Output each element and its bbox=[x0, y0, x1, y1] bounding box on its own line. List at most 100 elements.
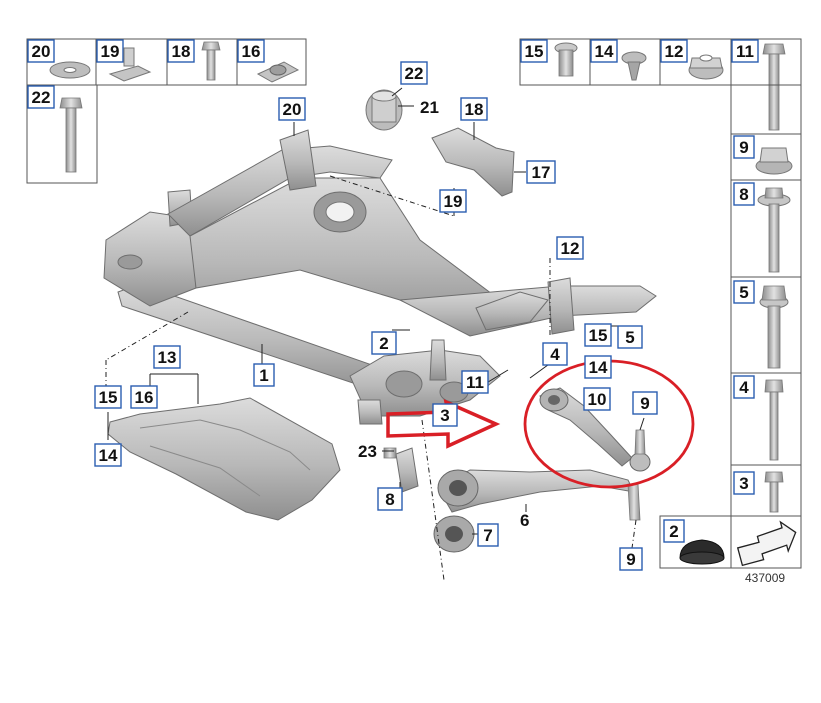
svg-text:15: 15 bbox=[525, 42, 544, 61]
svg-text:9: 9 bbox=[626, 550, 635, 569]
callout-11[interactable]: 11 bbox=[461, 370, 489, 394]
svg-text:4: 4 bbox=[550, 345, 560, 364]
svg-text:19: 19 bbox=[101, 42, 120, 61]
grid-cell-22[interactable]: 22 bbox=[27, 85, 83, 173]
callout-9-upper[interactable]: 9 bbox=[632, 391, 658, 415]
svg-text:12: 12 bbox=[665, 42, 684, 61]
svg-text:3: 3 bbox=[440, 406, 449, 425]
underbody-shield bbox=[107, 397, 341, 521]
grid-cell-5[interactable]: 5 bbox=[733, 280, 789, 369]
callout-16[interactable]: 16 bbox=[130, 385, 158, 409]
callout-17[interactable]: 17 bbox=[526, 160, 556, 184]
callout-5[interactable]: 5 bbox=[617, 325, 643, 349]
hex-nut-icon bbox=[688, 54, 724, 80]
callout-2[interactable]: 2 bbox=[371, 331, 397, 355]
callout-14-right[interactable]: 14 bbox=[584, 355, 612, 379]
callout-12[interactable]: 12 bbox=[556, 236, 584, 260]
parts-column-right: 9 8 5 4 bbox=[659, 84, 802, 585]
svg-text:14: 14 bbox=[595, 42, 614, 61]
callout-3[interactable]: 3 bbox=[432, 403, 458, 427]
callout-14-left[interactable]: 14 bbox=[94, 443, 122, 467]
grid-cell-9[interactable]: 9 bbox=[733, 135, 793, 175]
callout-15-left[interactable]: 15 bbox=[94, 385, 122, 409]
svg-text:20: 20 bbox=[283, 100, 302, 119]
grid-cell-14[interactable]: 14 bbox=[590, 39, 647, 81]
parts-grid-top-left: 20 19 18 16 22 bbox=[26, 38, 307, 184]
short-bolt-icon bbox=[764, 471, 784, 513]
svg-text:2: 2 bbox=[669, 522, 678, 541]
svg-text:18: 18 bbox=[172, 42, 191, 61]
lower-wishbone bbox=[437, 469, 641, 521]
grid-cell-16[interactable]: 16 bbox=[237, 39, 300, 83]
svg-text:3: 3 bbox=[739, 474, 748, 493]
svg-text:7: 7 bbox=[483, 526, 492, 545]
clip-nut-icon bbox=[108, 65, 152, 82]
callout-1[interactable]: 1 bbox=[253, 363, 275, 387]
grid-cell-8[interactable]: 8 bbox=[733, 182, 791, 273]
svg-text:14: 14 bbox=[99, 446, 118, 465]
svg-text:15: 15 bbox=[589, 326, 608, 345]
callout-20[interactable]: 20 bbox=[278, 97, 306, 121]
svg-text:22: 22 bbox=[405, 64, 424, 83]
grid-cell-3[interactable]: 3 bbox=[733, 471, 784, 513]
direction-arrow-icon bbox=[736, 520, 797, 567]
svg-text:12: 12 bbox=[561, 239, 580, 258]
reference-number: 437009 bbox=[745, 571, 785, 585]
grid-cell-4[interactable]: 4 bbox=[733, 375, 784, 461]
svg-text:10: 10 bbox=[588, 390, 607, 409]
callout-10[interactable]: 10 bbox=[583, 387, 611, 411]
svg-text:16: 16 bbox=[242, 42, 261, 61]
bushing bbox=[433, 515, 475, 553]
flange-bolt-icon bbox=[759, 285, 789, 369]
callout-9-lower[interactable]: 9 bbox=[619, 547, 643, 571]
long-bolt-icon bbox=[59, 97, 83, 173]
grid-cell-11[interactable]: 11 bbox=[731, 39, 786, 131]
svg-text:22: 22 bbox=[32, 88, 51, 107]
diagram-callouts: 22 21 20 18 17 19 12 2 bbox=[94, 61, 658, 571]
callout-6[interactable]: 6 bbox=[520, 511, 529, 530]
grid-cell-18[interactable]: 18 bbox=[167, 39, 221, 81]
svg-text:16: 16 bbox=[135, 388, 154, 407]
grid-cell-19[interactable]: 19 bbox=[96, 39, 152, 82]
callout-13[interactable]: 13 bbox=[153, 345, 181, 369]
svg-text:13: 13 bbox=[158, 348, 177, 367]
svg-text:14: 14 bbox=[589, 358, 608, 377]
bolt-icon bbox=[201, 41, 221, 81]
long-bolt-icon bbox=[764, 379, 784, 461]
engine-mount bbox=[365, 89, 403, 131]
svg-text:5: 5 bbox=[625, 328, 634, 347]
svg-text:19: 19 bbox=[444, 192, 463, 211]
grid-cell-2[interactable]: 2 bbox=[663, 519, 725, 565]
callout-4[interactable]: 4 bbox=[542, 342, 568, 366]
svg-text:5: 5 bbox=[739, 283, 748, 302]
grid-cell-15[interactable]: 15 bbox=[520, 39, 578, 77]
highlight-circle bbox=[523, 359, 695, 489]
svg-text:11: 11 bbox=[736, 42, 754, 61]
long-bolt-icon bbox=[757, 187, 791, 273]
callout-8[interactable]: 8 bbox=[377, 487, 403, 511]
callout-18[interactable]: 18 bbox=[460, 97, 488, 121]
callout-23[interactable]: 23 bbox=[358, 442, 377, 461]
svg-text:4: 4 bbox=[739, 378, 749, 397]
callout-21[interactable]: 21 bbox=[420, 98, 439, 117]
svg-text:9: 9 bbox=[640, 394, 649, 413]
leader-lines bbox=[105, 87, 645, 581]
callout-7[interactable]: 7 bbox=[477, 523, 499, 547]
svg-text:2: 2 bbox=[379, 334, 388, 353]
callout-22[interactable]: 22 bbox=[400, 61, 428, 85]
heat-shield-bracket bbox=[431, 127, 515, 197]
long-bolt-icon bbox=[762, 43, 786, 131]
rubber-cap-icon bbox=[679, 539, 725, 565]
svg-text:11: 11 bbox=[466, 373, 484, 392]
svg-text:23: 23 bbox=[358, 442, 377, 461]
callout-19[interactable]: 19 bbox=[439, 189, 467, 213]
grid-cell-12[interactable]: 12 bbox=[660, 39, 724, 80]
bracket bbox=[383, 447, 419, 493]
tension-strut bbox=[539, 387, 651, 472]
push-clip-icon bbox=[621, 51, 647, 81]
rivet-nut-icon bbox=[554, 42, 578, 77]
svg-text:15: 15 bbox=[99, 388, 118, 407]
callout-15-right[interactable]: 15 bbox=[584, 323, 612, 347]
grid-cell-20[interactable]: 20 bbox=[27, 39, 91, 79]
